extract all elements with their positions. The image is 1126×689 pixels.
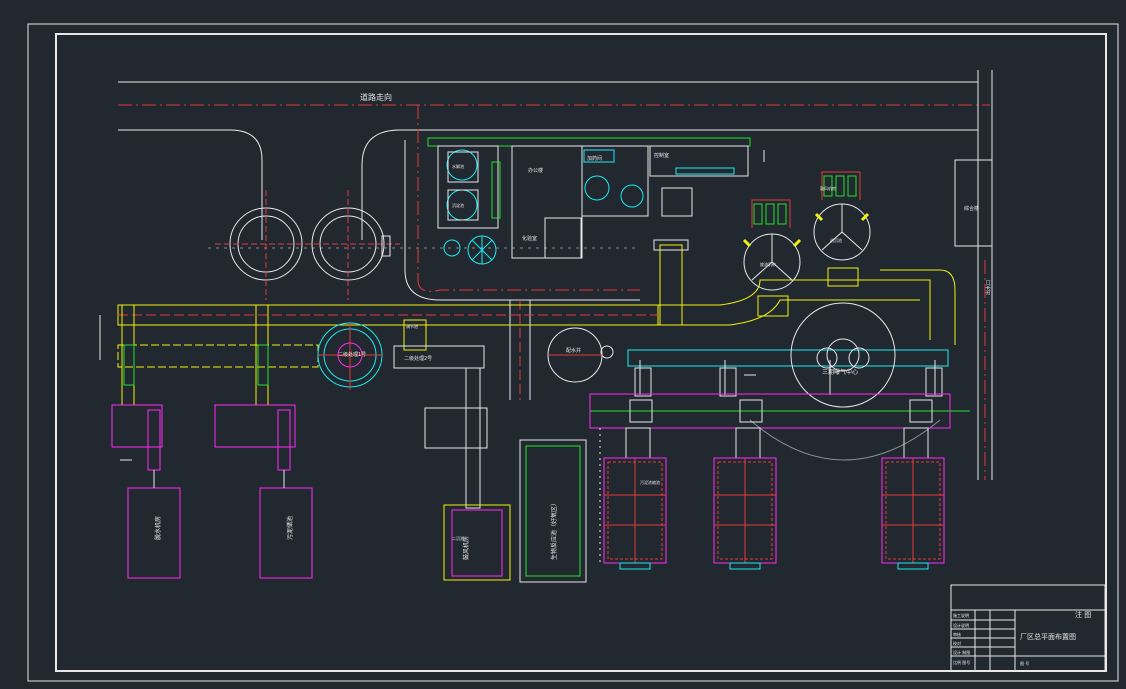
label-north-building: 办公楼 xyxy=(528,167,543,174)
tank-group-3 xyxy=(881,427,945,570)
label-pump-room: 加药间 xyxy=(587,155,602,162)
tb-note: 注 图 xyxy=(1075,610,1091,619)
tank-group-1 xyxy=(603,427,667,570)
tb-row-6: 比例 图号 xyxy=(953,659,970,665)
label-lab: 化验室 xyxy=(522,235,537,242)
magenta-header xyxy=(589,393,970,565)
markers xyxy=(120,150,765,461)
label-circle-a: 配水井 xyxy=(566,347,581,354)
title-block xyxy=(950,584,1106,672)
label-pool2: 沉淀池 xyxy=(452,202,464,208)
label-mid-tall: 生物反应池（好氧区） xyxy=(550,500,558,560)
road xyxy=(118,70,993,480)
left-bins xyxy=(111,404,313,579)
tb-row-3: 审核 xyxy=(953,631,961,637)
label-grit1: 旋流沉砂 xyxy=(760,261,776,267)
inner-frame xyxy=(55,33,1107,672)
main-treatment xyxy=(627,302,949,461)
tb-row-1: 施工说明 xyxy=(953,612,969,618)
tb-row-5: 设计 制图 xyxy=(953,649,970,655)
building-complex xyxy=(427,137,751,265)
tank-small xyxy=(547,327,614,383)
label-grit2: 初沉池 xyxy=(830,237,842,243)
label-top-area: 鼓风机房 xyxy=(820,185,836,191)
label-pool1: 水解池 xyxy=(452,163,464,169)
label-right-box: 综合楼 xyxy=(964,205,979,212)
label-left-bin-1: 脱水机房 xyxy=(154,516,162,540)
label-big-tank: 三期曝气中心 xyxy=(822,368,858,376)
cyclone-1 xyxy=(317,322,383,390)
twin-tanks xyxy=(215,190,400,300)
tb-row-2: 设计说明 xyxy=(953,622,969,628)
label-left-bin-2: 污泥储池 xyxy=(286,516,294,540)
outer-frame xyxy=(27,23,1119,682)
label-cyclone-1: 二级处理1号 xyxy=(338,351,366,358)
road-label: 道路走向 xyxy=(360,92,392,102)
tb-sheet: 图 号 xyxy=(1020,660,1029,666)
label-control: 控制室 xyxy=(654,152,669,159)
right-building xyxy=(954,159,993,247)
tank-group-2 xyxy=(713,427,777,570)
label-grit3: 二沉池 xyxy=(452,535,464,541)
pipe-gallery xyxy=(99,239,956,406)
label-grit4: 污泥浓缩池 xyxy=(640,479,660,485)
clarifier-pair xyxy=(742,171,871,317)
label-mid-bin: 鼓风机房 xyxy=(462,536,470,560)
tb-row-4: 校对 xyxy=(953,640,961,646)
tb-title: 厂区总平面布置图 xyxy=(1020,632,1076,641)
mid-structure xyxy=(424,367,587,583)
label-cyclone-2: 二级处理2号 xyxy=(404,355,432,362)
label-circle-b: 调节池 xyxy=(406,323,418,329)
label-right-vertical: 出水口 xyxy=(985,280,992,295)
